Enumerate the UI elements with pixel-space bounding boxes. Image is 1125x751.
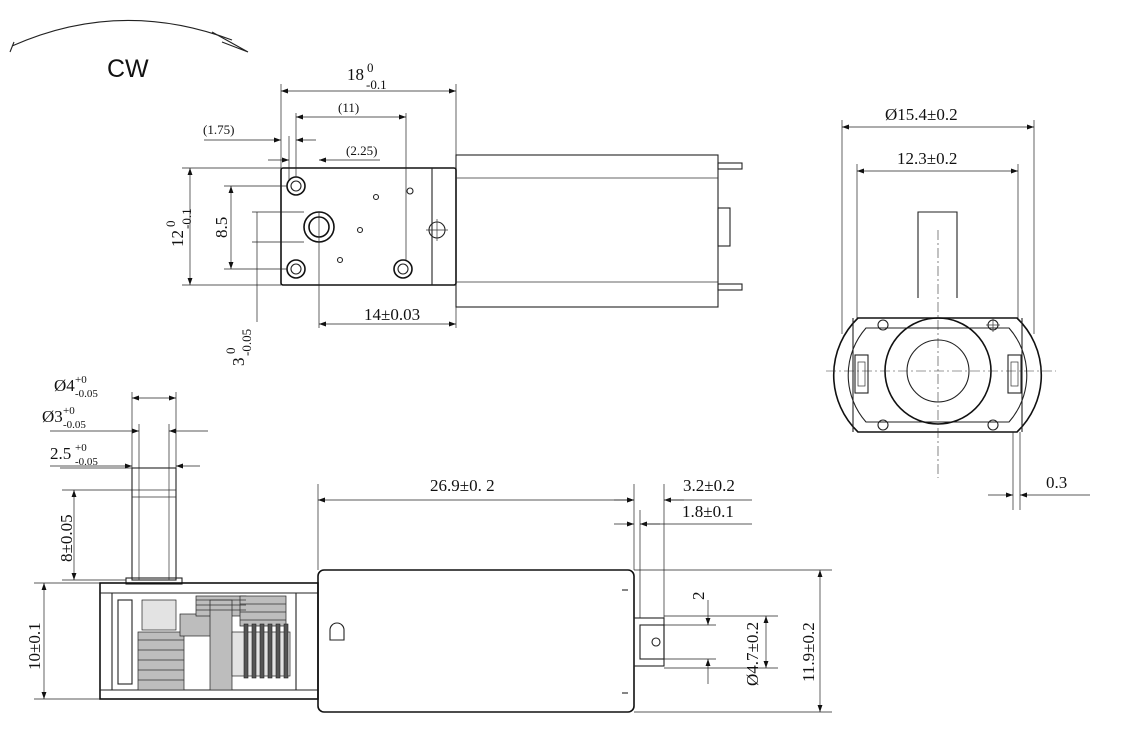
end-view: Ø15.4±0.2 12.3±0.2 0.3 <box>826 105 1090 510</box>
dim-terminal-thickness: 0.3 <box>1046 473 1067 492</box>
dim-hole-spacing: (11) <box>338 100 359 115</box>
dim-shaft-d2-lower: -0.05 <box>63 419 86 431</box>
dim-motor-length: 26.9±0. 2 <box>430 476 495 495</box>
dim-shaft-offset-nominal: 3 <box>229 358 248 367</box>
rotation-indicator: CW <box>9 19 249 83</box>
dim-height-lower: -0.1 <box>179 208 194 229</box>
dim-shaft-d2-upper: +0 <box>63 405 75 417</box>
dim-vertical-spacing: 8.5 <box>212 217 231 238</box>
dim-width-nominal: 18 <box>347 65 364 84</box>
output-shaft <box>131 467 177 581</box>
dim-terminal-offset: 1.8±0.1 <box>682 502 734 521</box>
dim-flat-width: 12.3±0.2 <box>897 149 957 168</box>
dim-shaft-offset-upper: 0 <box>223 348 238 355</box>
dim-height-upper: 0 <box>163 221 178 228</box>
dim-shaft-d1-nominal: Ø4 <box>54 376 75 395</box>
motor-body-side <box>317 569 635 713</box>
dim-shaft-d1-upper: +0 <box>75 374 87 386</box>
dim-shaft-d3-lower: -0.05 <box>75 456 98 468</box>
dim-terminal-length: 3.2±0.2 <box>683 476 735 495</box>
dim-offset-left: (1.75) <box>203 122 234 137</box>
dim-width-lower: -0.1 <box>366 77 387 92</box>
end-body-outline <box>832 317 1043 433</box>
dim-terminal-width: 2 <box>689 592 708 601</box>
dim-shaft-d2-nominal: Ø3 <box>42 407 63 426</box>
dim-offset-inner: (2.25) <box>346 143 377 158</box>
dim-shaft-d1-lower: -0.05 <box>75 388 98 400</box>
top-view: 18 0 -0.1 (11) (1.75) (2.25) 12 0 -0.1 8… <box>163 60 743 367</box>
dim-width-upper: 0 <box>367 60 374 75</box>
dim-gearbox-length: 14±0.03 <box>364 305 420 324</box>
dim-height-nominal: 12 <box>168 230 187 247</box>
dim-gearbox-height: 10±0.1 <box>25 622 44 670</box>
dim-motor-height: 11.9±0.2 <box>799 622 818 682</box>
curved-arrow-icon <box>11 19 233 47</box>
rotation-direction-label: CW <box>107 55 149 83</box>
dim-shaft-length: 8±0.05 <box>57 514 76 562</box>
dim-outer-diameter: Ø15.4±0.2 <box>885 105 958 124</box>
dim-shaft-d3-upper: +0 <box>75 442 87 454</box>
dim-shaft-d3-nominal: 2.5 <box>50 444 71 463</box>
dim-shaft-offset-lower: -0.05 <box>239 329 254 356</box>
side-view: Ø4 +0 -0.05 Ø3 +0 -0.05 2.5 +0 -0.05 8±0… <box>25 374 832 713</box>
dim-boss-diameter: Ø4.7±0.2 <box>743 622 762 686</box>
